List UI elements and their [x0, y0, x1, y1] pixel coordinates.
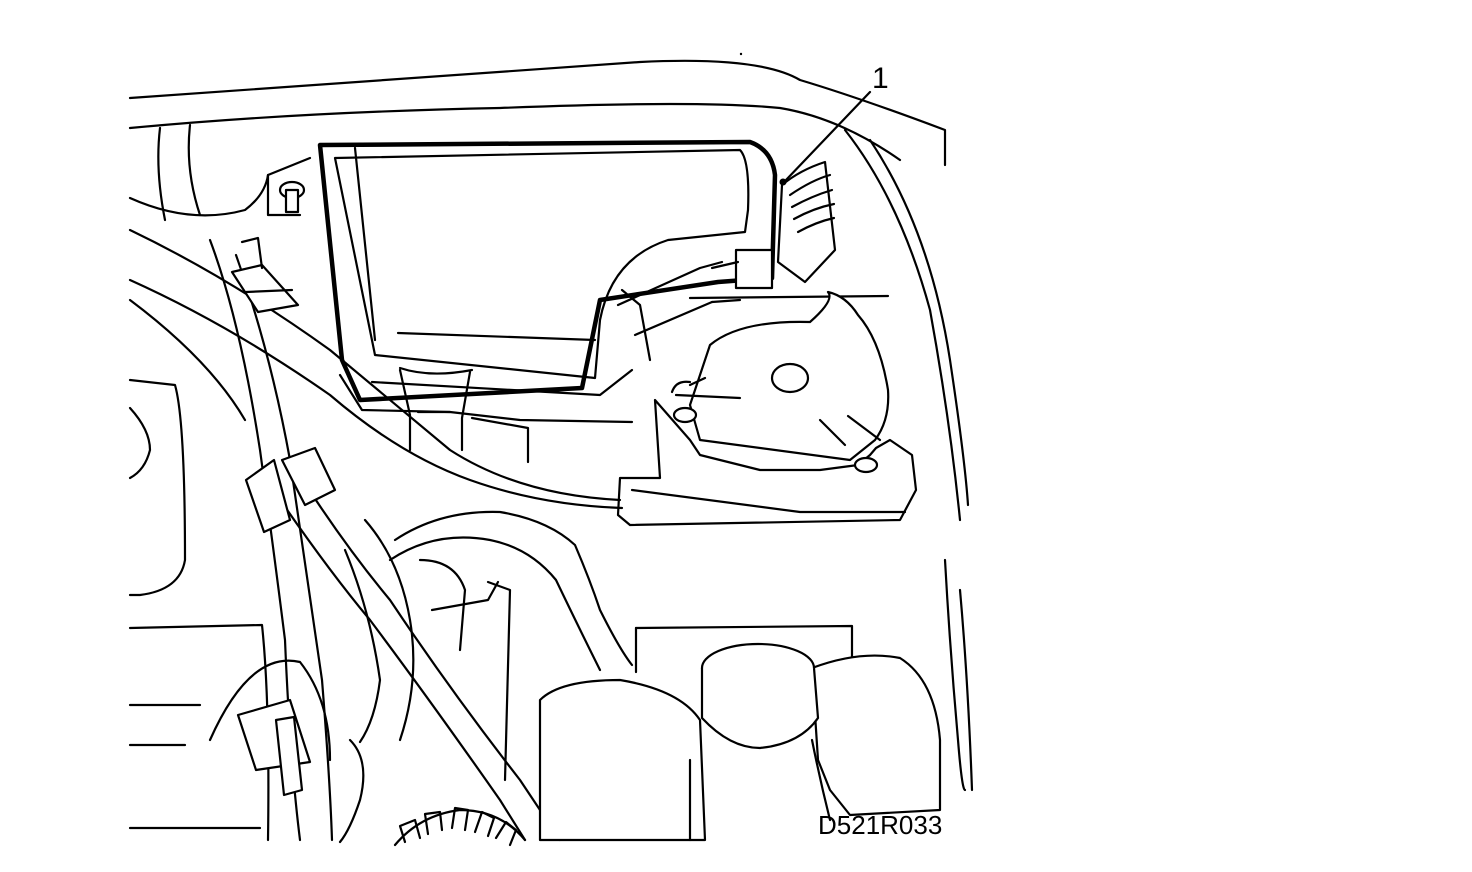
left-components: [128, 378, 365, 844]
pulley-gear: [393, 806, 527, 847]
callout-leader-line: [784, 90, 872, 182]
bracket-left: [128, 156, 312, 217]
callout-label-1: 1: [872, 62, 889, 95]
fluid-reservoir: [538, 624, 942, 842]
strut-tower: [616, 290, 918, 527]
component-housing: [317, 139, 778, 464]
body-panel-outline: [128, 59, 974, 792]
sensor-connector: [776, 160, 837, 284]
reference-code: D521R033: [818, 810, 942, 840]
wiring-loom: [343, 510, 634, 782]
stray-mark: [739, 52, 743, 56]
callout-1: 1: [784, 62, 889, 182]
hose-pipes: [128, 228, 624, 842]
